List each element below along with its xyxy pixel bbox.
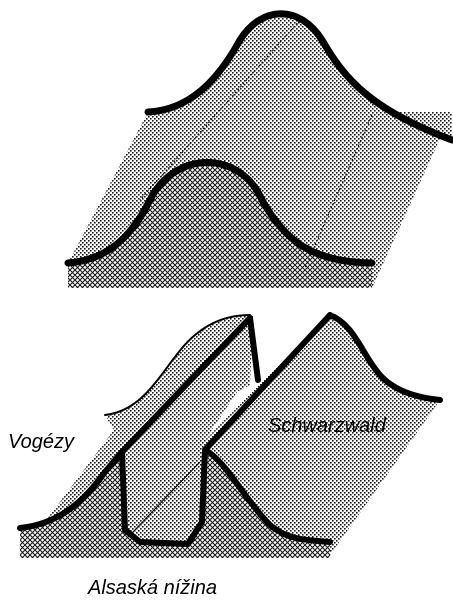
graben-thin-line <box>129 461 201 536</box>
schwarzwald-surface <box>205 312 440 555</box>
label-vogezy: Vogézy <box>8 431 75 453</box>
left-block-fault-outline <box>17 315 261 531</box>
right-block-fault-outline <box>202 312 333 453</box>
label-alsaska-nizina: Alsaská nížina <box>87 577 217 599</box>
upper-hill-outline-back <box>144 10 453 144</box>
graben-outline <box>119 447 208 547</box>
upper-block <box>64 10 453 288</box>
label-schwarzwald: Schwarzwald <box>268 415 387 437</box>
upper-hill-surface <box>148 13 452 140</box>
upper-fault-line-left <box>139 19 301 201</box>
lower-front-face <box>20 450 330 558</box>
right-front-outline <box>202 447 333 545</box>
vogezy-outline <box>104 314 251 416</box>
lower-block <box>17 312 443 558</box>
schwarzwald-outline <box>327 312 443 403</box>
vogezy-surface <box>105 315 253 450</box>
upper-hill-outline-front <box>64 159 376 267</box>
upper-front-face <box>68 162 372 288</box>
